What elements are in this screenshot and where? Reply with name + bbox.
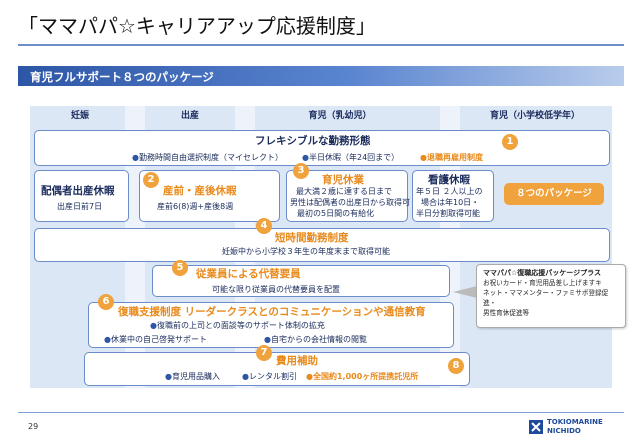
stage-birth: 出産: [180, 111, 199, 121]
number-badge-4: 4: [256, 218, 272, 234]
package-detail: 産前6(8)週+産後8週: [157, 202, 234, 211]
page-title: 「ママパパ☆キャリアアップ応援制度」: [18, 14, 376, 38]
bullet-item: ●全国約1,000ヶ所提携託児所: [306, 372, 419, 381]
package-detail: 場合は年10日・: [421, 198, 480, 207]
package-title: 育児休業: [322, 174, 364, 186]
page-number: 29: [28, 422, 39, 431]
number-badge-5: 5: [172, 260, 188, 276]
section-header-bar: [18, 66, 624, 86]
package-title: 産前・産後休暇: [163, 185, 237, 197]
package-detail: 妊娠中から小学校３年生の年度末まで取得可能: [222, 247, 390, 256]
bullet-item: ●退職再雇用制度: [420, 153, 483, 162]
bullet-item: ●レンタル割引: [242, 372, 297, 381]
company-logo-text: TOKIOMARINE NICHIDO: [547, 418, 603, 435]
package-childcare-leave: [286, 170, 408, 222]
bullet-item: ●育児用品購入: [165, 372, 220, 381]
package-short-time-work: [34, 228, 610, 262]
tokiomarine-logo-icon: [529, 420, 543, 434]
number-badge-1: 1: [502, 134, 518, 150]
number-badge-3: 3: [293, 163, 309, 179]
logo-line-2: NICHIDO: [547, 426, 581, 435]
bullet-item: ●休業中の自己啓発サポート: [104, 335, 207, 344]
bullet-item: ●半日休暇（年24回まで）: [302, 153, 400, 162]
package-spouse-leave: [34, 170, 129, 222]
stage-pregnancy: 妊娠: [70, 111, 89, 121]
callout-line: お祝いカード・育児用品差し上げますキ: [483, 279, 602, 287]
package-nursing-leave: [412, 170, 494, 222]
logo-line-1: TOKIOMARINE: [547, 418, 603, 426]
package-detail: 最大満２歳に達する日まで: [296, 187, 392, 196]
stage-elementary: 育児（小学校低学年）: [489, 111, 580, 121]
package-substitute-staff: [152, 265, 450, 297]
section-title: 育児フルサポート８つのパッケージ: [30, 70, 214, 84]
number-badge-2: 2: [143, 172, 159, 188]
number-badge-7: 7: [256, 345, 272, 361]
stage-infant: 育児（乳幼児）: [308, 111, 372, 121]
eight-packages-badge: ８つのパッケージ: [504, 183, 604, 205]
bullet-item: ●復職前の上司との面談等のサポート体制の拡充: [150, 321, 325, 330]
package-detail: 年５日 ２人以上の: [416, 187, 483, 196]
package-return-support: [88, 302, 454, 348]
package-cost-support: [84, 352, 470, 386]
footer-divider: [18, 412, 624, 413]
title-divider: [18, 44, 624, 46]
package-detail: 出産日前7日: [57, 202, 103, 211]
package-title: 従業員による代替要員: [196, 268, 301, 280]
callout-box: ママパパ☆復職応援パッケージプラス お祝いカード・育児用品差し上げますキ ネット…: [476, 264, 626, 328]
package-title: 費用補助: [276, 355, 318, 367]
package-detail: 男性は配偶者の出産日から取得可: [290, 198, 410, 207]
number-badge-8: 8: [448, 358, 464, 374]
bullet-item: ●勤務時間自由選択制度（マイセレクト）: [132, 153, 283, 162]
package-title: 短時間勤務制度: [275, 232, 349, 244]
callout-line: 男性育休促進等: [483, 309, 530, 317]
package-detail: 可能な限り従業員の代替要員を配置: [212, 285, 340, 294]
package-title: 配偶者出産休暇: [41, 185, 115, 197]
package-maternity-leave: [139, 170, 280, 222]
number-badge-6: 6: [98, 294, 114, 310]
package-title: フレキシブルな勤務形態: [255, 135, 371, 147]
bullet-item: ●自宅からの会社情報の閲覧: [264, 335, 367, 344]
package-title: 看護休暇: [428, 174, 470, 186]
package-detail: 半日分割取得可能: [416, 209, 480, 218]
callout-title: ママパパ☆復職応援パッケージプラス: [483, 269, 601, 277]
callout-pointer: [453, 286, 477, 298]
package-detail: 最初の5日間の有給化: [297, 209, 375, 218]
package-title: 復職支援制度 リーダークラスとのコミュニケーションや通信教育: [118, 306, 426, 318]
callout-line: ネット・ママメンター・ファミサポ登録促進・: [483, 289, 609, 307]
